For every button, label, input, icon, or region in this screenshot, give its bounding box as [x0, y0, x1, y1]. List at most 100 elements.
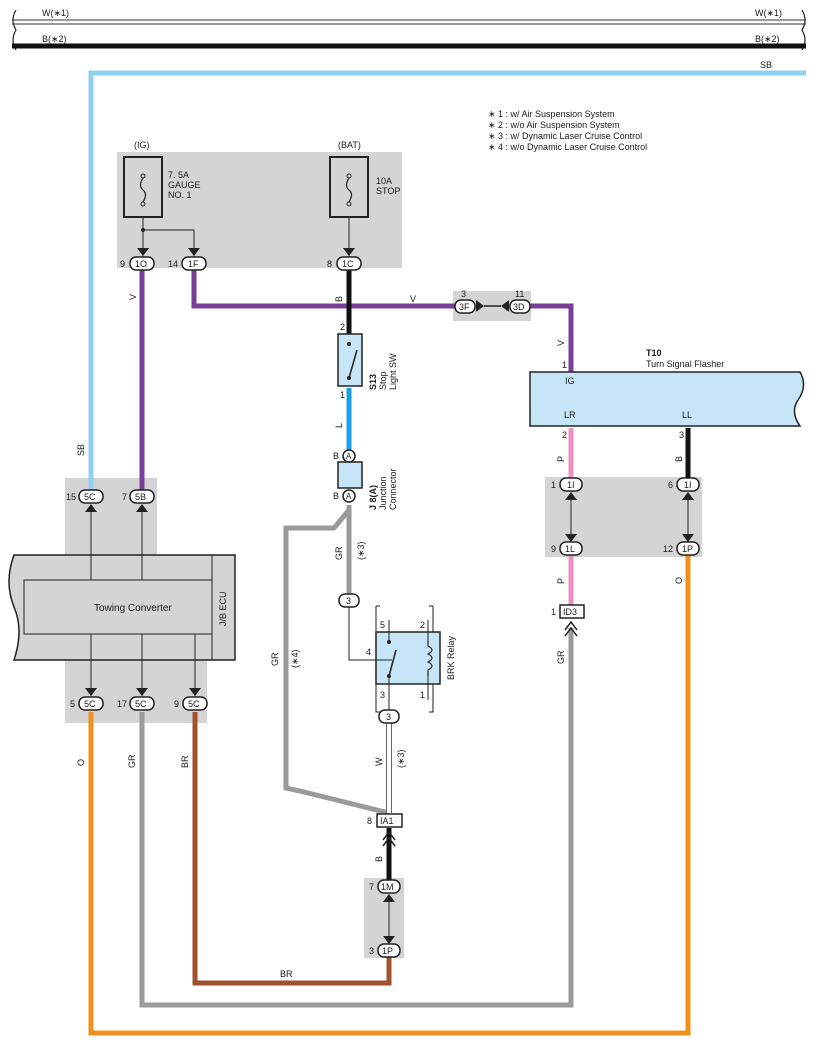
relay-pin-1: 1	[420, 690, 425, 700]
svg-text:12: 12	[663, 544, 673, 554]
label-gr-left-note: (∗4)	[290, 649, 300, 668]
flasher-ll: LL	[682, 410, 692, 420]
svg-text:5C: 5C	[84, 492, 96, 502]
connector-5c-5: 5C 5	[70, 688, 104, 711]
label-gr-j-note: (∗3)	[356, 541, 366, 560]
fuse-gauge: (IG) 7. 5A GAUGE NO. 1	[123, 140, 201, 258]
connector-id3: ID3 1	[551, 604, 585, 637]
connector-1m: 1M 7	[369, 879, 401, 936]
label-stop-2: STOP	[376, 186, 400, 196]
svg-text:3D: 3D	[513, 302, 525, 312]
svg-text:15: 15	[66, 492, 76, 502]
svg-text:ID3: ID3	[563, 607, 577, 617]
label-v-left: V	[128, 294, 138, 300]
label-p-top: P	[556, 456, 566, 462]
flasher-code: T10	[646, 348, 662, 358]
brk-relay: 5 2 4 3 1 BRK Relay	[348, 605, 456, 713]
flasher-body	[529, 371, 805, 427]
svg-text:1: 1	[551, 607, 556, 617]
label-ig: (IG)	[134, 140, 150, 150]
svg-text:9: 9	[551, 544, 556, 554]
connector-relay-out: 3	[378, 709, 400, 724]
svg-text:7: 7	[122, 492, 127, 502]
legend-line-4: ∗ 4 : w/o Dynamic Laser Cruise Control	[488, 142, 647, 152]
connector-1i-6: 1I 6	[668, 477, 700, 534]
junction-connector: J 8(A) Junction Connector	[337, 461, 398, 510]
wire-br	[192, 712, 392, 986]
flasher-ig: IG	[565, 376, 575, 386]
relay-body	[375, 631, 441, 685]
flasher-name: Turn Signal Flasher	[646, 359, 724, 369]
relay-pin-4: 4	[366, 647, 371, 657]
junction-code: J 8(A)	[368, 485, 378, 510]
switch-pin-bot: 1	[340, 390, 345, 400]
label-p-bot: P	[556, 578, 566, 584]
flasher-pin-ig: 1	[562, 360, 567, 370]
svg-text:1P: 1P	[382, 946, 393, 956]
connector-5c-15: 5C 15	[66, 489, 104, 512]
wire-o	[88, 555, 691, 1036]
connector-3d: 3D 11	[484, 289, 531, 314]
fuse-gauge-symbol	[139, 177, 147, 203]
connector-relay-in: 3	[338, 593, 360, 608]
svg-text:1L: 1L	[565, 544, 575, 554]
legend-line-2: ∗ 2 : w/o Air Suspension System	[488, 120, 620, 130]
junction-body	[337, 461, 363, 489]
switch-code: S13	[368, 374, 378, 390]
label-gauge-3: NO. 1	[168, 190, 192, 200]
switch-line-1: Stop	[378, 371, 388, 390]
connector-1c: 1C 8	[327, 248, 362, 271]
relay-pin-5: 5	[380, 620, 385, 630]
connectors: 1O 9 1F 14 1C 8 3F 3 3D 11	[66, 248, 700, 958]
wire-gr-branch	[283, 508, 390, 816]
label-b-ll: B	[674, 456, 684, 462]
svg-text:1C: 1C	[342, 259, 354, 269]
switch-pin-top: 2	[340, 322, 345, 332]
relay-name: BRK Relay	[446, 635, 456, 680]
label-b2-left: B(∗2)	[42, 34, 67, 44]
svg-text:1I: 1I	[684, 480, 692, 490]
svg-text:A: A	[346, 492, 352, 501]
label-stop-1: 10A	[376, 176, 392, 186]
label-gauge-2: GAUGE	[168, 180, 201, 190]
connector-1o: 1O 9	[120, 248, 155, 271]
svg-text:A: A	[346, 452, 352, 461]
label-b-ia1: B	[374, 856, 384, 862]
label-b2-right: B(∗2)	[755, 34, 780, 44]
wires	[88, 70, 806, 1036]
svg-text:5C: 5C	[84, 699, 96, 709]
ecu-name: Towing Converter	[94, 603, 172, 614]
svg-text:14: 14	[168, 259, 178, 269]
ecu-side: J/B ECU	[218, 591, 228, 626]
svg-text:B: B	[333, 451, 339, 461]
ecu-inner	[23, 579, 213, 635]
svg-text:3F: 3F	[459, 302, 470, 312]
legend-line-3: ∗ 3 : w/ Dynamic Laser Cruise Control	[488, 131, 642, 141]
label-w1-left: W(∗1)	[42, 8, 69, 18]
label-o-left: O	[76, 759, 86, 766]
svg-text:17: 17	[117, 699, 127, 709]
svg-text:5B: 5B	[135, 492, 146, 502]
label-gr-left: GR	[270, 652, 280, 666]
label-sb-left: SB	[76, 444, 86, 456]
flasher-pin-lr: 2	[562, 430, 567, 440]
svg-text:5: 5	[70, 699, 75, 709]
svg-text:3: 3	[369, 946, 374, 956]
label-bat: (BAT)	[338, 140, 361, 150]
connector-1l: 1L 9	[551, 534, 583, 556]
label-gr-j: GR	[334, 546, 344, 560]
wire-sb	[88, 70, 806, 490]
svg-text:1I: 1I	[567, 480, 575, 490]
legend-line-1: ∗ 1 : w/ Air Suspension System	[488, 109, 615, 119]
connector-ia1: IA1 8	[367, 813, 403, 847]
svg-text:7: 7	[369, 882, 374, 892]
svg-text:8: 8	[367, 816, 372, 826]
label-l-sw: L	[334, 423, 344, 428]
label-v-flasher: V	[556, 340, 566, 346]
svg-text:6: 6	[668, 480, 673, 490]
connector-junction-a-top: A B	[333, 449, 356, 463]
fuse-block-box	[117, 152, 402, 268]
svg-text:1M: 1M	[381, 882, 394, 892]
top-bus: W(∗1) W(∗1) B(∗2) B(∗2) SB	[12, 8, 806, 70]
svg-text:IA1: IA1	[380, 816, 394, 826]
